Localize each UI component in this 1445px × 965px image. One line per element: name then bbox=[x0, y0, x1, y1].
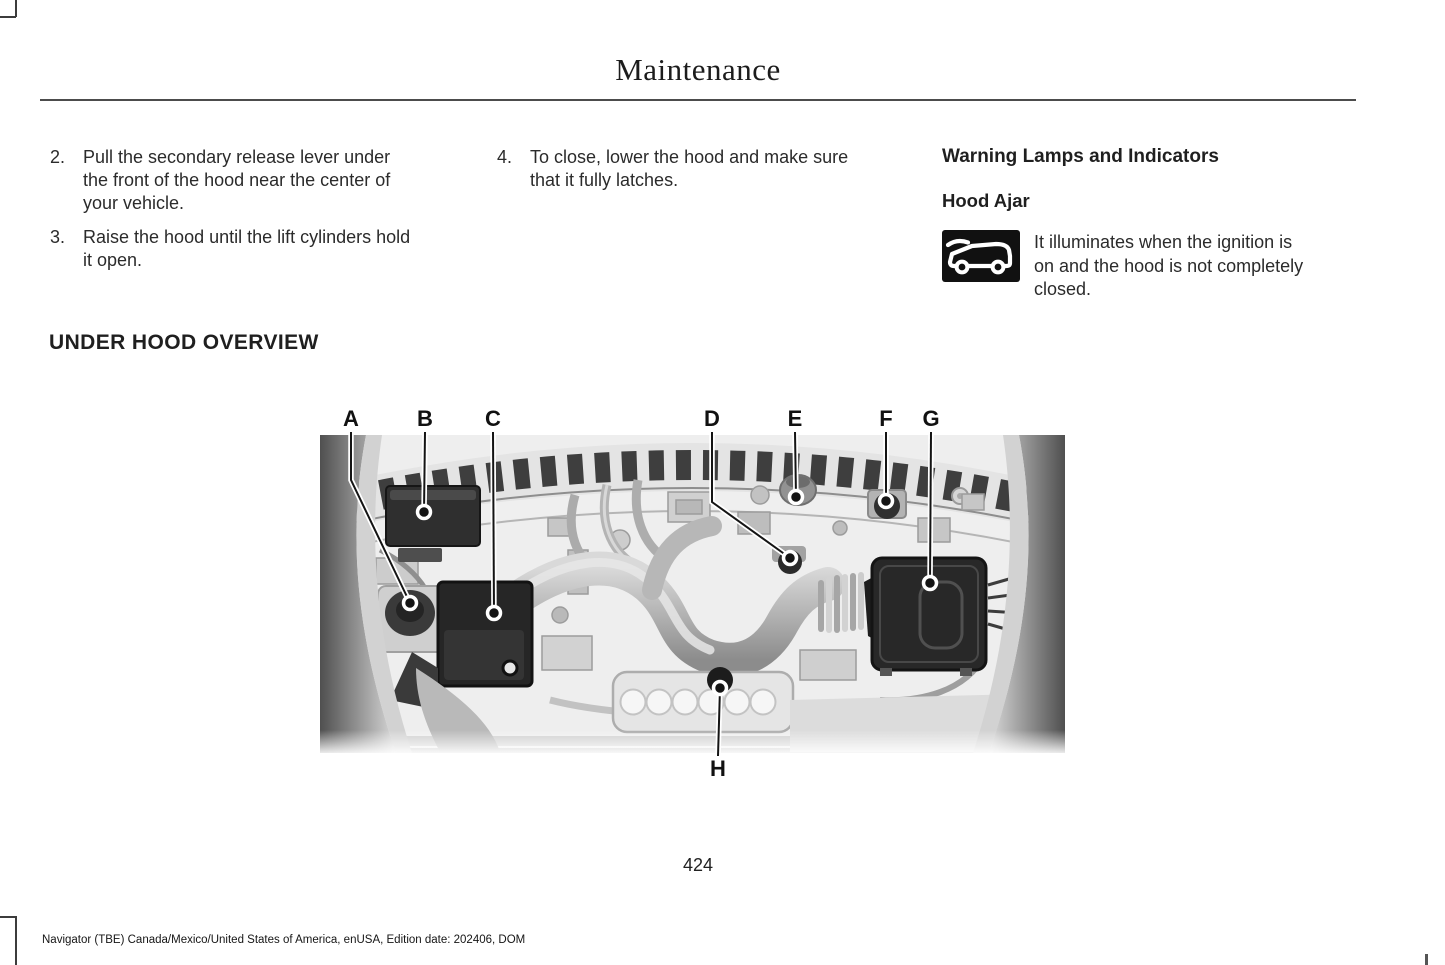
text-line: To close, lower the hood and make sure bbox=[530, 147, 849, 167]
callout-label-b: B bbox=[417, 406, 433, 431]
footer-edition-text: Navigator (TBE) Canada/Mexico/United Sta… bbox=[42, 934, 526, 946]
right-fender bbox=[989, 435, 1065, 753]
text-line: your vehicle. bbox=[83, 193, 185, 213]
hood-ajar-description: It illuminates when the ignition is on a… bbox=[1034, 231, 1303, 302]
warning-lamps-heading: Warning Lamps and Indicators bbox=[942, 146, 1219, 167]
crop-mark-bottom-left-h bbox=[0, 916, 16, 918]
text-line: closed. bbox=[1034, 279, 1092, 299]
crop-mark-top-left-v bbox=[15, 0, 17, 17]
list-text: To close, lower the hood and make sure t… bbox=[530, 146, 848, 192]
list-item-3: 3. Raise the hood until the lift cylinde… bbox=[50, 226, 470, 272]
text-line: It illuminates when the ignition is bbox=[1034, 232, 1293, 252]
text-line: Pull the secondary release lever under bbox=[83, 147, 391, 167]
text-line: the front of the hood near the center of bbox=[83, 170, 391, 190]
callout-leaders bbox=[348, 431, 939, 757]
callout-label-c: C bbox=[485, 406, 501, 431]
under-hood-figure: A B C D E F G H bbox=[320, 400, 1065, 781]
crop-mark-bottom-right bbox=[1425, 954, 1428, 965]
list-number: 4. bbox=[497, 147, 513, 167]
callout-label-a: A bbox=[343, 406, 359, 431]
intake-tube bbox=[478, 516, 845, 677]
warning-lamps-section: Warning Lamps and Indicators Hood Ajar I… bbox=[942, 146, 1360, 302]
left-fender bbox=[320, 435, 396, 753]
callout-label-h: H bbox=[710, 756, 726, 780]
under-hood-overview-heading: UNDER HOOD OVERVIEW bbox=[49, 331, 319, 354]
list-text: Raise the hood until the lift cylinders … bbox=[83, 226, 410, 272]
list-number: 2. bbox=[50, 147, 66, 167]
text-column-2: 4. To close, lower the hood and make sur… bbox=[497, 146, 917, 203]
page-number: 424 bbox=[682, 855, 714, 875]
reservoir-box bbox=[385, 485, 481, 562]
header-rule bbox=[40, 99, 1356, 101]
list-text: Pull the secondary release lever under t… bbox=[83, 146, 390, 215]
right-fender-inner bbox=[973, 435, 1029, 753]
list-number: 3. bbox=[50, 227, 66, 247]
crop-mark-top-left-h bbox=[0, 16, 16, 18]
callout-label-e: E bbox=[788, 406, 803, 431]
crop-mark-bottom-left-v bbox=[15, 916, 17, 965]
hood-ajar-warning-icon bbox=[942, 230, 1020, 282]
list-item-2: 2. Pull the secondary release lever unde… bbox=[50, 146, 470, 215]
hood-ajar-subheading: Hood Ajar bbox=[942, 190, 1030, 211]
cap-component bbox=[377, 585, 445, 653]
callout-label-g: G bbox=[922, 406, 939, 431]
text-line: it open. bbox=[83, 250, 143, 270]
callout-label-d: D bbox=[704, 406, 720, 431]
text-line: Raise the hood until the lift cylinders … bbox=[83, 227, 411, 247]
text-line: on and the hood is not completely bbox=[1034, 255, 1304, 276]
air-cleaner-box bbox=[870, 556, 1019, 676]
text-line: that it fully latches. bbox=[530, 170, 679, 190]
list-item-4: 4. To close, lower the hood and make sur… bbox=[497, 146, 917, 192]
intake-manifold bbox=[611, 667, 795, 734]
text-column-1: 2. Pull the secondary release lever unde… bbox=[50, 146, 470, 283]
page-title: Maintenance bbox=[615, 52, 781, 87]
engine-bay-illustration: A B C D E F G H bbox=[320, 406, 1065, 781]
callout-label-f: F bbox=[879, 406, 892, 431]
hood-ajar-row: It illuminates when the ignition is on a… bbox=[942, 230, 1360, 302]
